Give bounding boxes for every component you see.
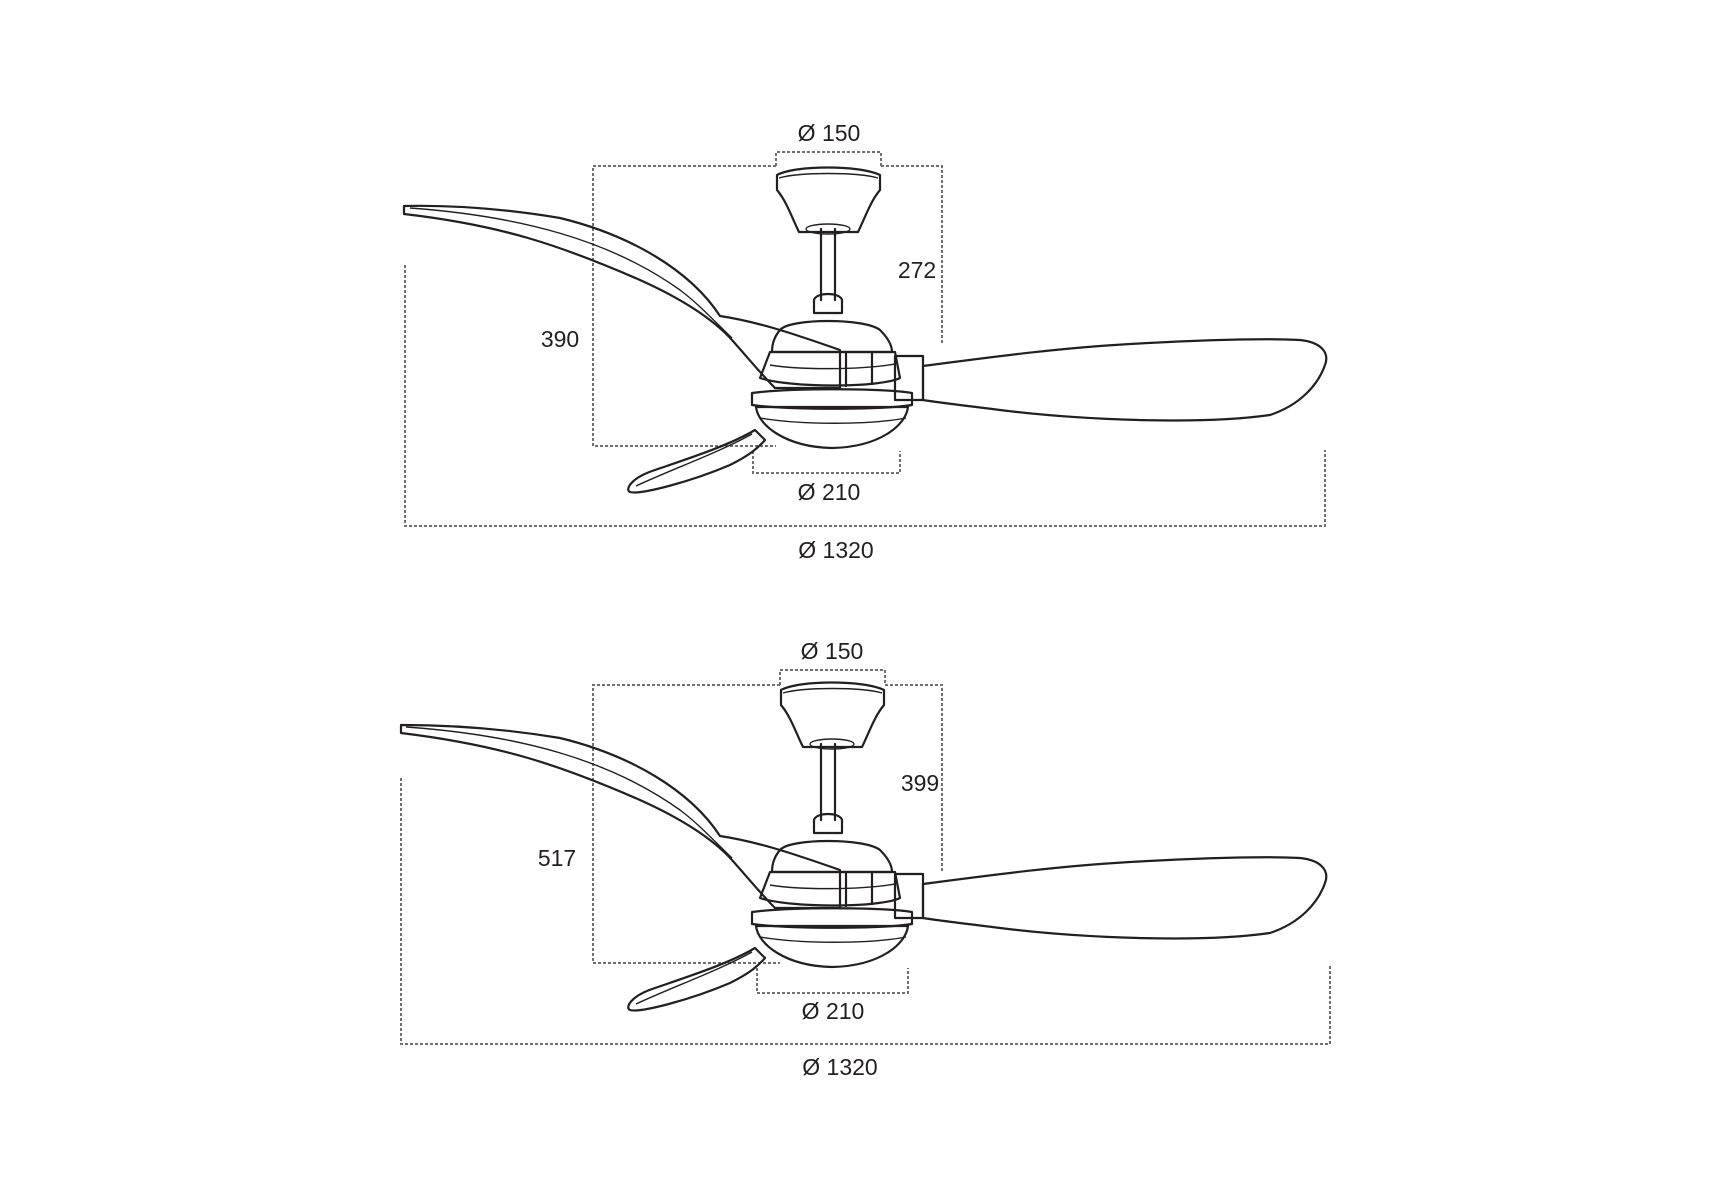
fan-blade-left xyxy=(399,723,842,910)
downrod xyxy=(812,742,844,835)
fan-blade-right xyxy=(893,338,1328,422)
light-kit xyxy=(750,388,914,450)
fan-diagram-standard: Ø 150 272 390 Ø 210 Ø 1320 xyxy=(402,120,1328,563)
top-diameter-label: Ø 150 xyxy=(801,638,864,664)
light-kit xyxy=(750,907,914,969)
total-height-label: 390 xyxy=(541,326,579,352)
top-diameter-label: Ø 150 xyxy=(798,120,861,146)
blade-span-label: Ø 1320 xyxy=(798,537,873,563)
fan-blade-lower xyxy=(627,946,767,1012)
blade-span-label: Ø 1320 xyxy=(802,1054,877,1080)
ceiling-canopy xyxy=(775,166,882,235)
motor-housing xyxy=(758,839,902,908)
downrod-height-label: 399 xyxy=(901,770,939,796)
fan-blade-left xyxy=(402,204,842,390)
total-height-label: 517 xyxy=(538,845,576,871)
fan-diagram-extended: Ø 150 399 517 Ø 210 Ø 1320 xyxy=(399,638,1331,1080)
light-diameter-label: Ø 210 xyxy=(798,479,861,505)
ceiling-canopy xyxy=(779,681,886,750)
light-diameter-label: Ø 210 xyxy=(802,998,865,1024)
fan-blade-lower xyxy=(627,428,767,494)
downrod xyxy=(812,227,844,315)
motor-housing xyxy=(758,319,902,388)
fan-blade-right xyxy=(893,856,1328,940)
dimension-lines xyxy=(400,669,1331,1045)
dimension-lines xyxy=(404,151,1326,527)
downrod-height-label: 272 xyxy=(898,257,936,283)
